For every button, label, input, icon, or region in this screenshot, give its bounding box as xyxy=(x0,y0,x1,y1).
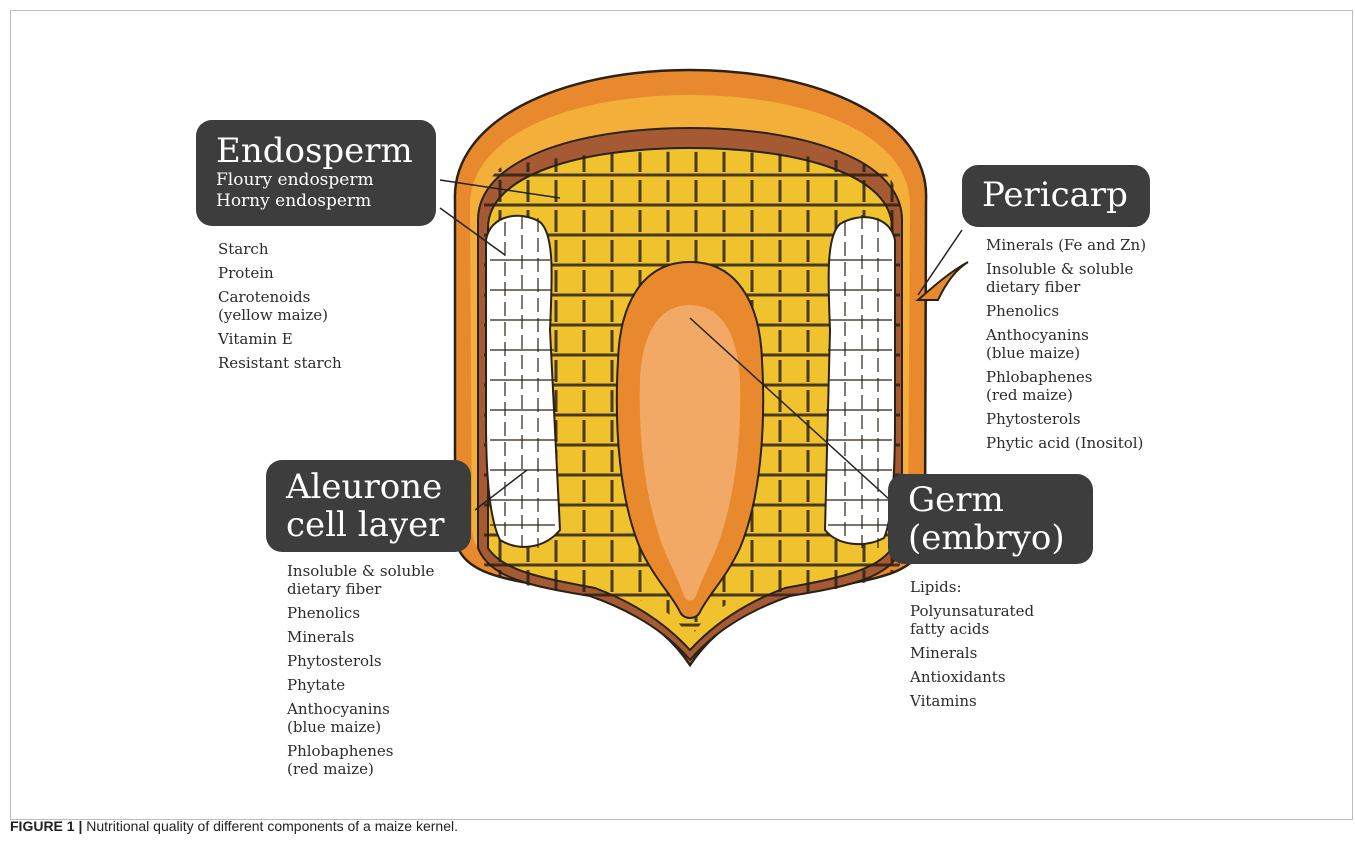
floury-endosperm-left xyxy=(486,216,560,547)
list-item: Minerals xyxy=(287,628,487,646)
list-item: Phenolics xyxy=(287,604,487,622)
list-item: Lipids: xyxy=(910,578,1110,596)
list-item: Resistant starch xyxy=(218,354,418,372)
figure-caption: FIGURE 1 | Nutritional quality of differ… xyxy=(10,818,458,834)
aleurone-nutrient-list: Insoluble & soluble dietary fiber Phenol… xyxy=(287,562,487,784)
pericarp-nutrient-list: Minerals (Fe and Zn) Insoluble & soluble… xyxy=(986,236,1196,458)
figure-caption-text: Nutritional quality of different compone… xyxy=(86,818,458,834)
pericarp-title: Pericarp xyxy=(982,176,1130,214)
list-item: Phytate xyxy=(287,676,487,694)
aleurone-label-box: Aleurone cell layer xyxy=(266,460,471,552)
figure-caption-label: FIGURE 1 | xyxy=(10,818,82,834)
list-item: Phytic acid (Inositol) xyxy=(986,434,1196,452)
germ-label-box: Germ (embryo) xyxy=(888,474,1093,564)
list-item: Minerals (Fe and Zn) xyxy=(986,236,1196,254)
list-item: Phytosterols xyxy=(287,652,487,670)
list-item: Protein xyxy=(218,264,418,282)
list-item: Insoluble & soluble dietary fiber xyxy=(287,562,487,598)
list-item: Insoluble & soluble dietary fiber xyxy=(986,260,1196,296)
list-item: Phlobaphenes (red maize) xyxy=(287,742,487,778)
endosperm-nutrient-list: Starch Protein Carotenoids (yellow maize… xyxy=(218,240,418,378)
list-item: Antioxidants xyxy=(910,668,1110,686)
list-item: Phytosterols xyxy=(986,410,1196,428)
list-item: Starch xyxy=(218,240,418,258)
list-item: Minerals xyxy=(910,644,1110,662)
endosperm-title: Endosperm xyxy=(216,132,416,170)
aleurone-title-line2: cell layer xyxy=(286,506,451,544)
aleurone-title-line1: Aleurone xyxy=(286,468,451,506)
list-item: Vitamin E xyxy=(218,330,418,348)
list-item: Vitamins xyxy=(910,692,1110,710)
list-item: Anthocyanins (blue maize) xyxy=(986,326,1196,362)
endosperm-label-box: Endosperm Floury endosperm Horny endospe… xyxy=(196,120,436,226)
list-item: Phlobaphenes (red maize) xyxy=(986,368,1196,404)
list-item: Polyunsaturated fatty acids xyxy=(910,602,1110,638)
germ-title-line1: Germ xyxy=(908,481,1073,519)
endosperm-subtitle-horny: Horny endosperm xyxy=(216,191,416,212)
endosperm-subtitle-floury: Floury endosperm xyxy=(216,170,416,191)
germ-title-line2: (embryo) xyxy=(908,519,1073,557)
list-item: Carotenoids (yellow maize) xyxy=(218,288,418,324)
germ-nutrient-list: Lipids: Polyunsaturated fatty acids Mine… xyxy=(910,578,1110,716)
pericarp-label-box: Pericarp xyxy=(962,165,1150,227)
list-item: Anthocyanins (blue maize) xyxy=(287,700,487,736)
list-item: Phenolics xyxy=(986,302,1196,320)
